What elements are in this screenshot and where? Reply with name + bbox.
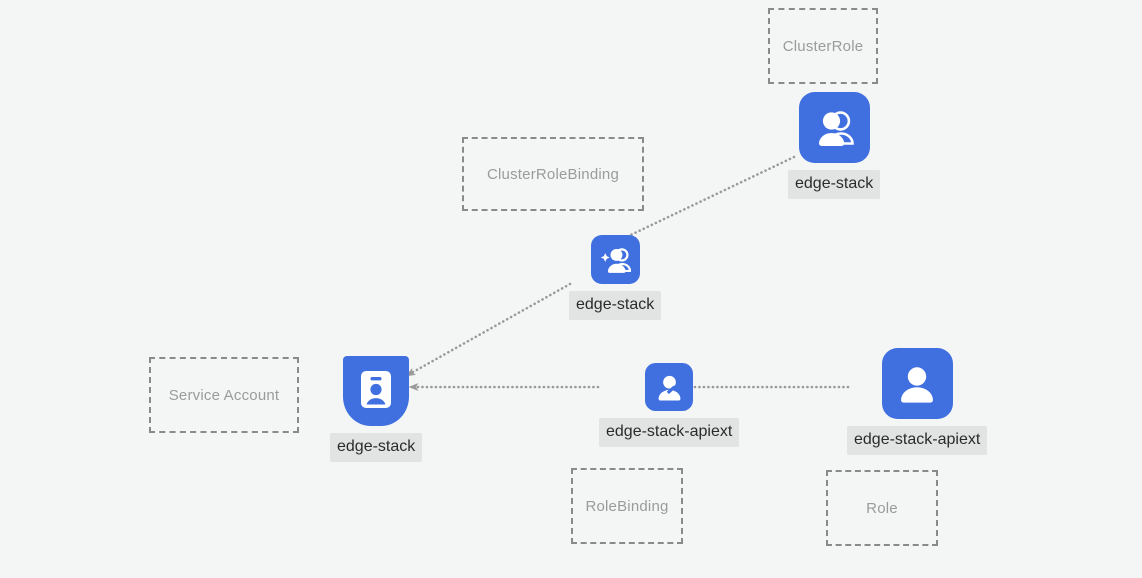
kind-box-rolebinding: RoleBinding xyxy=(571,468,683,544)
node-clusterrolebinding[interactable]: edge-stack xyxy=(569,235,662,320)
kind-label-rolebinding: RoleBinding xyxy=(585,497,669,515)
node-role[interactable]: edge-stack-apiext xyxy=(847,348,988,455)
node-label-rolebinding: edge-stack-apiext xyxy=(599,418,740,447)
node-label-role: edge-stack-apiext xyxy=(847,426,988,455)
kind-box-serviceaccount: Service Account xyxy=(149,357,299,433)
kind-label-serviceaccount: Service Account xyxy=(168,386,280,404)
group-people-icon[interactable] xyxy=(798,92,870,163)
person-icon[interactable] xyxy=(881,348,953,419)
node-clusterrole[interactable]: edge-stack xyxy=(788,92,881,199)
edge-clusterrolebinding-to-serviceaccount xyxy=(404,282,572,378)
node-label-serviceaccount: edge-stack xyxy=(330,433,423,462)
kind-label-role: Role xyxy=(866,499,898,517)
add-group-people-icon[interactable] xyxy=(590,235,640,284)
kind-label-clusterrolebinding: ClusterRoleBinding xyxy=(486,165,619,183)
kind-box-clusterrolebinding: ClusterRoleBinding xyxy=(462,137,644,211)
node-label-clusterrolebinding: edge-stack xyxy=(569,291,662,320)
node-rolebinding[interactable]: edge-stack-apiext xyxy=(599,363,740,447)
node-serviceaccount[interactable]: edge-stack xyxy=(330,356,423,462)
id-badge-icon[interactable] xyxy=(343,356,410,426)
edge-clusterrole-to-serviceaccount xyxy=(616,155,796,243)
person-edit-icon[interactable] xyxy=(645,363,694,411)
kind-label-clusterrole: ClusterRole xyxy=(782,37,864,55)
kind-box-clusterrole: ClusterRole xyxy=(768,8,878,84)
kind-box-role: Role xyxy=(826,470,938,546)
node-label-clusterrole: edge-stack xyxy=(788,170,881,199)
